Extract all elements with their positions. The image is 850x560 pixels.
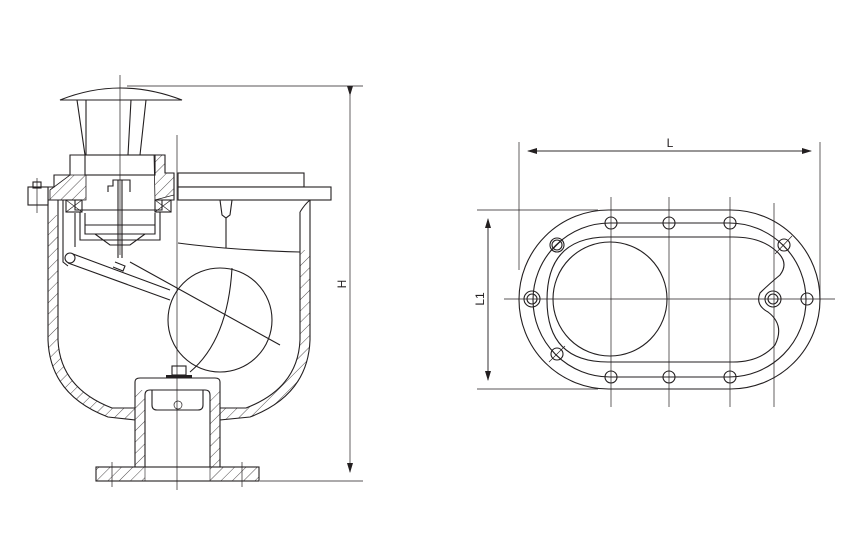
- top-flange: [177, 186, 332, 201]
- seal-right: [154, 199, 172, 213]
- drain-plug-icon: [173, 400, 183, 410]
- valve-stem-housing: [76, 99, 147, 156]
- float-lever: [67, 253, 171, 301]
- bolt-circle-oval: [532, 222, 807, 378]
- lever-pivot: [64, 252, 76, 264]
- top-plate: [177, 172, 305, 188]
- valve-cap: [59, 87, 183, 101]
- flange-outline: [518, 209, 821, 390]
- top-view-center-lines: [504, 197, 835, 407]
- center-lines: [36, 75, 243, 490]
- length-label: L: [667, 136, 674, 150]
- float-ball: [129, 261, 281, 373]
- water-level: [177, 242, 301, 253]
- inlet-neck: [134, 377, 221, 420]
- bolt-holes: [523, 216, 814, 384]
- height-label: H: [335, 280, 349, 289]
- width-label: L1: [473, 292, 487, 306]
- valve-top-view: L L1: [473, 136, 835, 407]
- raised-face: [546, 236, 785, 363]
- valve-front-view: H: [27, 75, 363, 490]
- side-bolt: [27, 186, 49, 206]
- seal-left: [65, 199, 83, 213]
